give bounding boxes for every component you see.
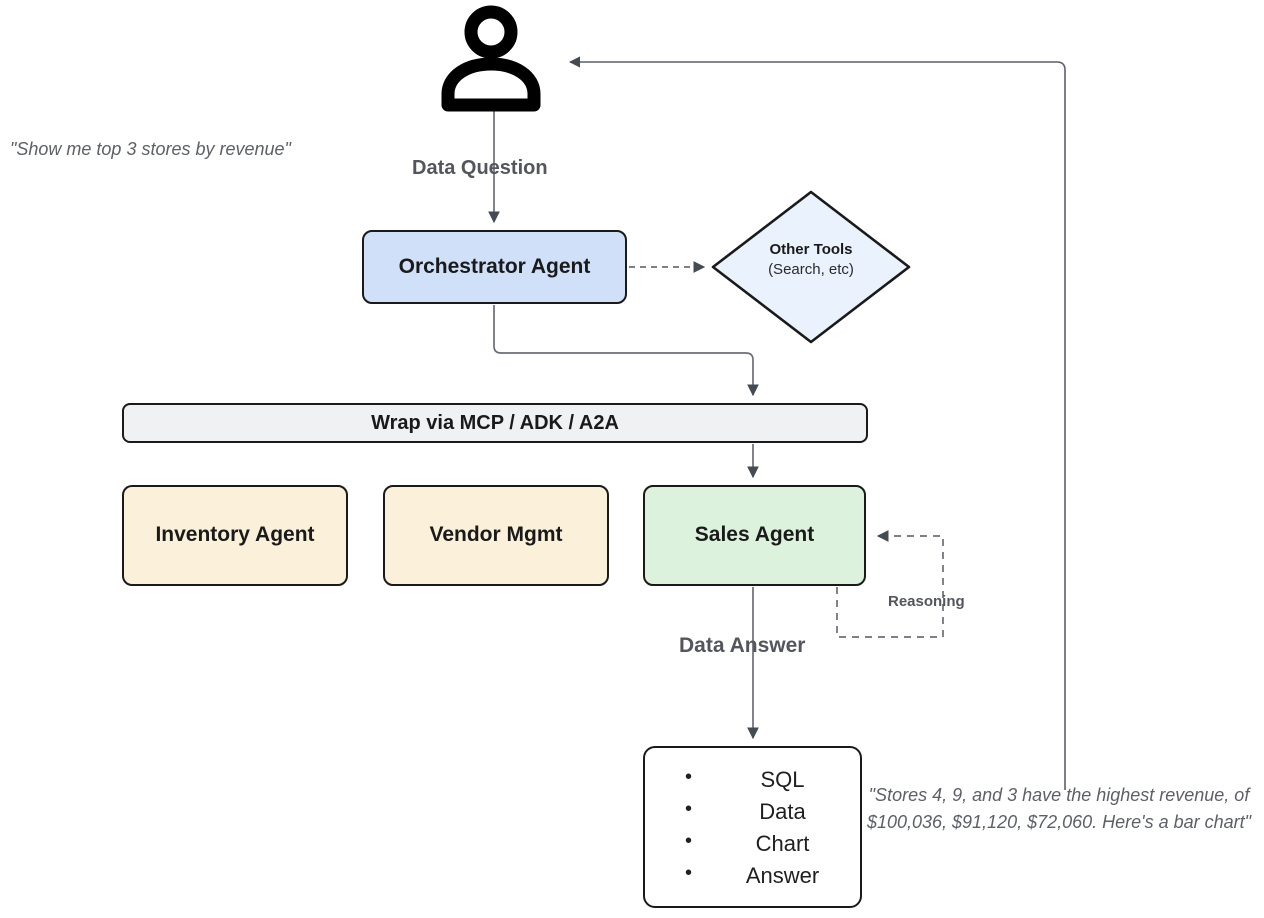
output-artifact-list: SQL Data Chart Answer <box>667 763 860 892</box>
edge-label-data-answer: Data Answer <box>679 634 806 657</box>
edge-label-data-question: Data Question <box>412 157 548 179</box>
edge-label-reasoning: Reasoning <box>888 593 965 610</box>
node-vendor-mgmt[interactable]: Vendor Mgmt <box>383 485 609 586</box>
node-sales-agent[interactable]: Sales Agent <box>643 485 866 586</box>
vendor-mgmt-label: Vendor Mgmt <box>429 523 563 547</box>
list-item: Data <box>685 795 860 828</box>
answer-summary-quote: "Stores 4, 9, and 3 have the highest rev… <box>866 785 1252 833</box>
node-mcp-wrap-bar[interactable]: Wrap via MCP / ADK / A2A <box>122 403 868 443</box>
node-other-tools[interactable]: Other Tools (Search, etc) <box>706 190 916 344</box>
list-item: Chart <box>685 827 860 860</box>
node-orchestrator-agent[interactable]: Orchestrator Agent <box>362 230 627 304</box>
sales-agent-label: Sales Agent <box>694 523 815 547</box>
list-item: Answer <box>685 859 860 892</box>
mcp-wrap-bar-label: Wrap via MCP / ADK / A2A <box>371 411 619 434</box>
other-tools-subtitle: (Search, etc) <box>768 261 854 279</box>
list-item: SQL <box>685 763 860 796</box>
orchestrator-agent-label: Orchestrator Agent <box>398 254 591 278</box>
other-tools-label-group: Other Tools (Search, etc) <box>706 240 916 281</box>
inventory-agent-label: Inventory Agent <box>155 523 315 547</box>
node-inventory-agent[interactable]: Inventory Agent <box>122 485 348 586</box>
user-question-quote: "Show me top 3 stores by revenue" <box>10 139 291 159</box>
other-tools-title: Other Tools <box>769 241 853 258</box>
node-output-artifacts[interactable]: SQL Data Chart Answer <box>643 746 862 908</box>
user-person-icon <box>441 5 541 112</box>
